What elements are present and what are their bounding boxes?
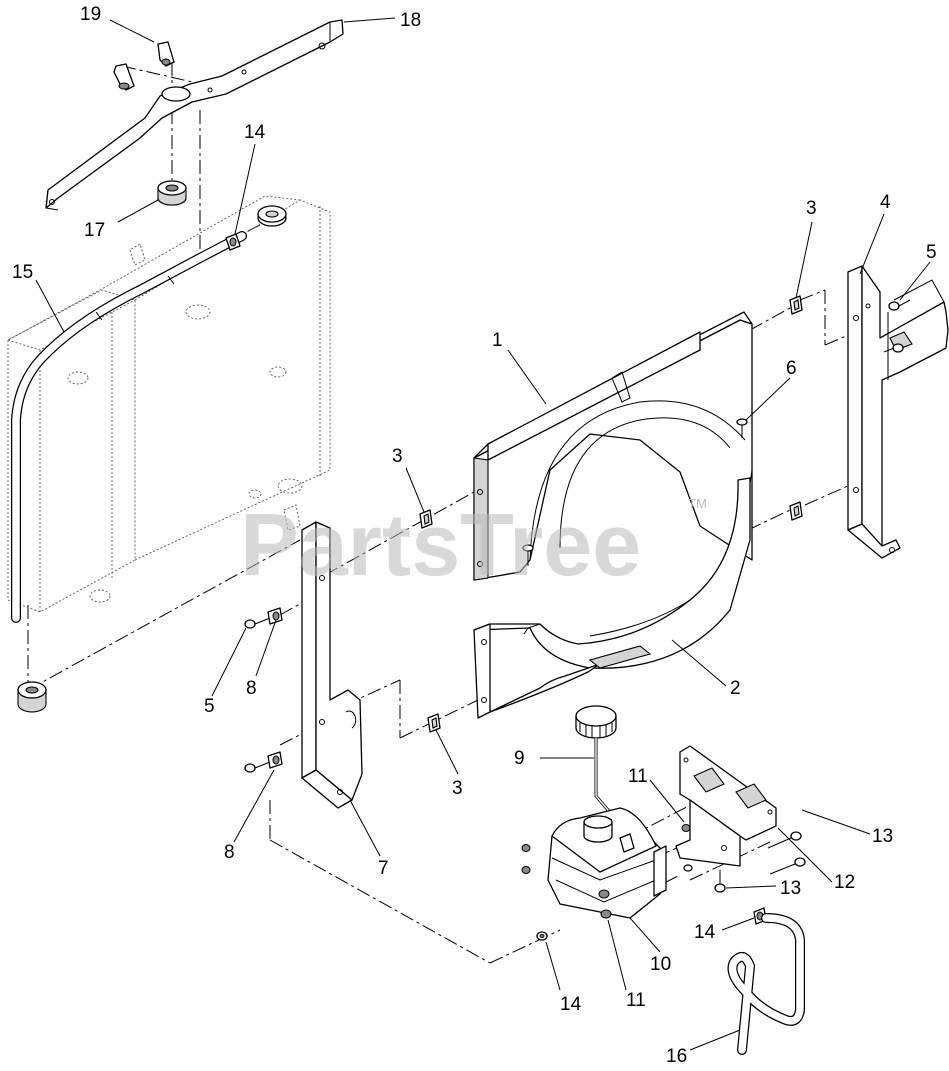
- callout-14-bottom: 14: [560, 994, 582, 1015]
- right-support-bracket: [847, 265, 949, 559]
- callout-3-low: 3: [452, 778, 463, 799]
- callout-14-right: 14: [694, 922, 716, 943]
- callout-3-right: 3: [806, 198, 817, 219]
- svg-text:TM: TM: [688, 496, 707, 511]
- callout-14-top: 14: [244, 122, 266, 143]
- callout-labels: 19 18 14 17 15 1 2 3 3 3 4 5 5 6 7 8 8 9…: [12, 4, 937, 1067]
- mount-bolts: [683, 831, 806, 893]
- callout-5-left: 5: [204, 696, 215, 717]
- push-pins: [522, 418, 748, 566]
- callout-13-upper: 13: [872, 826, 893, 847]
- callout-10: 10: [650, 954, 671, 975]
- watermark: PartsTree TM: [240, 495, 707, 594]
- svg-text:PartsTree: PartsTree: [240, 495, 641, 594]
- callout-13-lower: 13: [780, 878, 801, 899]
- hose-clamps-bottom: [536, 907, 767, 941]
- callout-16: 16: [666, 1046, 687, 1067]
- callout-11-upper: 11: [628, 766, 648, 787]
- callout-3-mid: 3: [392, 446, 403, 467]
- radiator: [7, 195, 331, 613]
- reservoir-mount-plate: [675, 745, 777, 867]
- callout-7: 7: [378, 858, 389, 879]
- callout-12: 12: [834, 872, 855, 893]
- fan-shroud-lower: [473, 477, 751, 719]
- clip-nuts-left: [419, 509, 441, 733]
- callout-9: 9: [514, 748, 525, 769]
- callout-4: 4: [880, 192, 891, 213]
- callout-18: 18: [400, 10, 421, 31]
- clip-nuts-right: [789, 295, 803, 521]
- left-support-bracket: [301, 521, 363, 809]
- coolant-reservoir: [521, 807, 691, 919]
- callout-1: 1: [492, 330, 503, 351]
- leader-lines: [35, 17, 931, 1051]
- fan-shroud-upper: [473, 311, 753, 637]
- callout-8-upper: 8: [246, 678, 257, 699]
- overflow-hose: [11, 231, 247, 623]
- reservoir-cap: [575, 705, 617, 817]
- bottom-grommet: [17, 681, 47, 713]
- callout-19: 19: [80, 4, 101, 25]
- callout-8-lower: 8: [224, 842, 235, 863]
- top-bracket: [45, 19, 344, 211]
- callout-11-lower: 11: [626, 990, 646, 1011]
- callout-15: 15: [12, 262, 33, 283]
- hose-clips: [113, 41, 175, 91]
- callout-5-right: 5: [926, 242, 937, 263]
- grommet: [157, 180, 187, 206]
- callout-6: 6: [786, 358, 797, 379]
- left-fasteners: [244, 607, 283, 773]
- callout-17: 17: [84, 220, 105, 241]
- hose-clamp-top: [225, 233, 241, 251]
- callout-2: 2: [730, 678, 741, 699]
- reservoir-hose: [727, 913, 805, 1055]
